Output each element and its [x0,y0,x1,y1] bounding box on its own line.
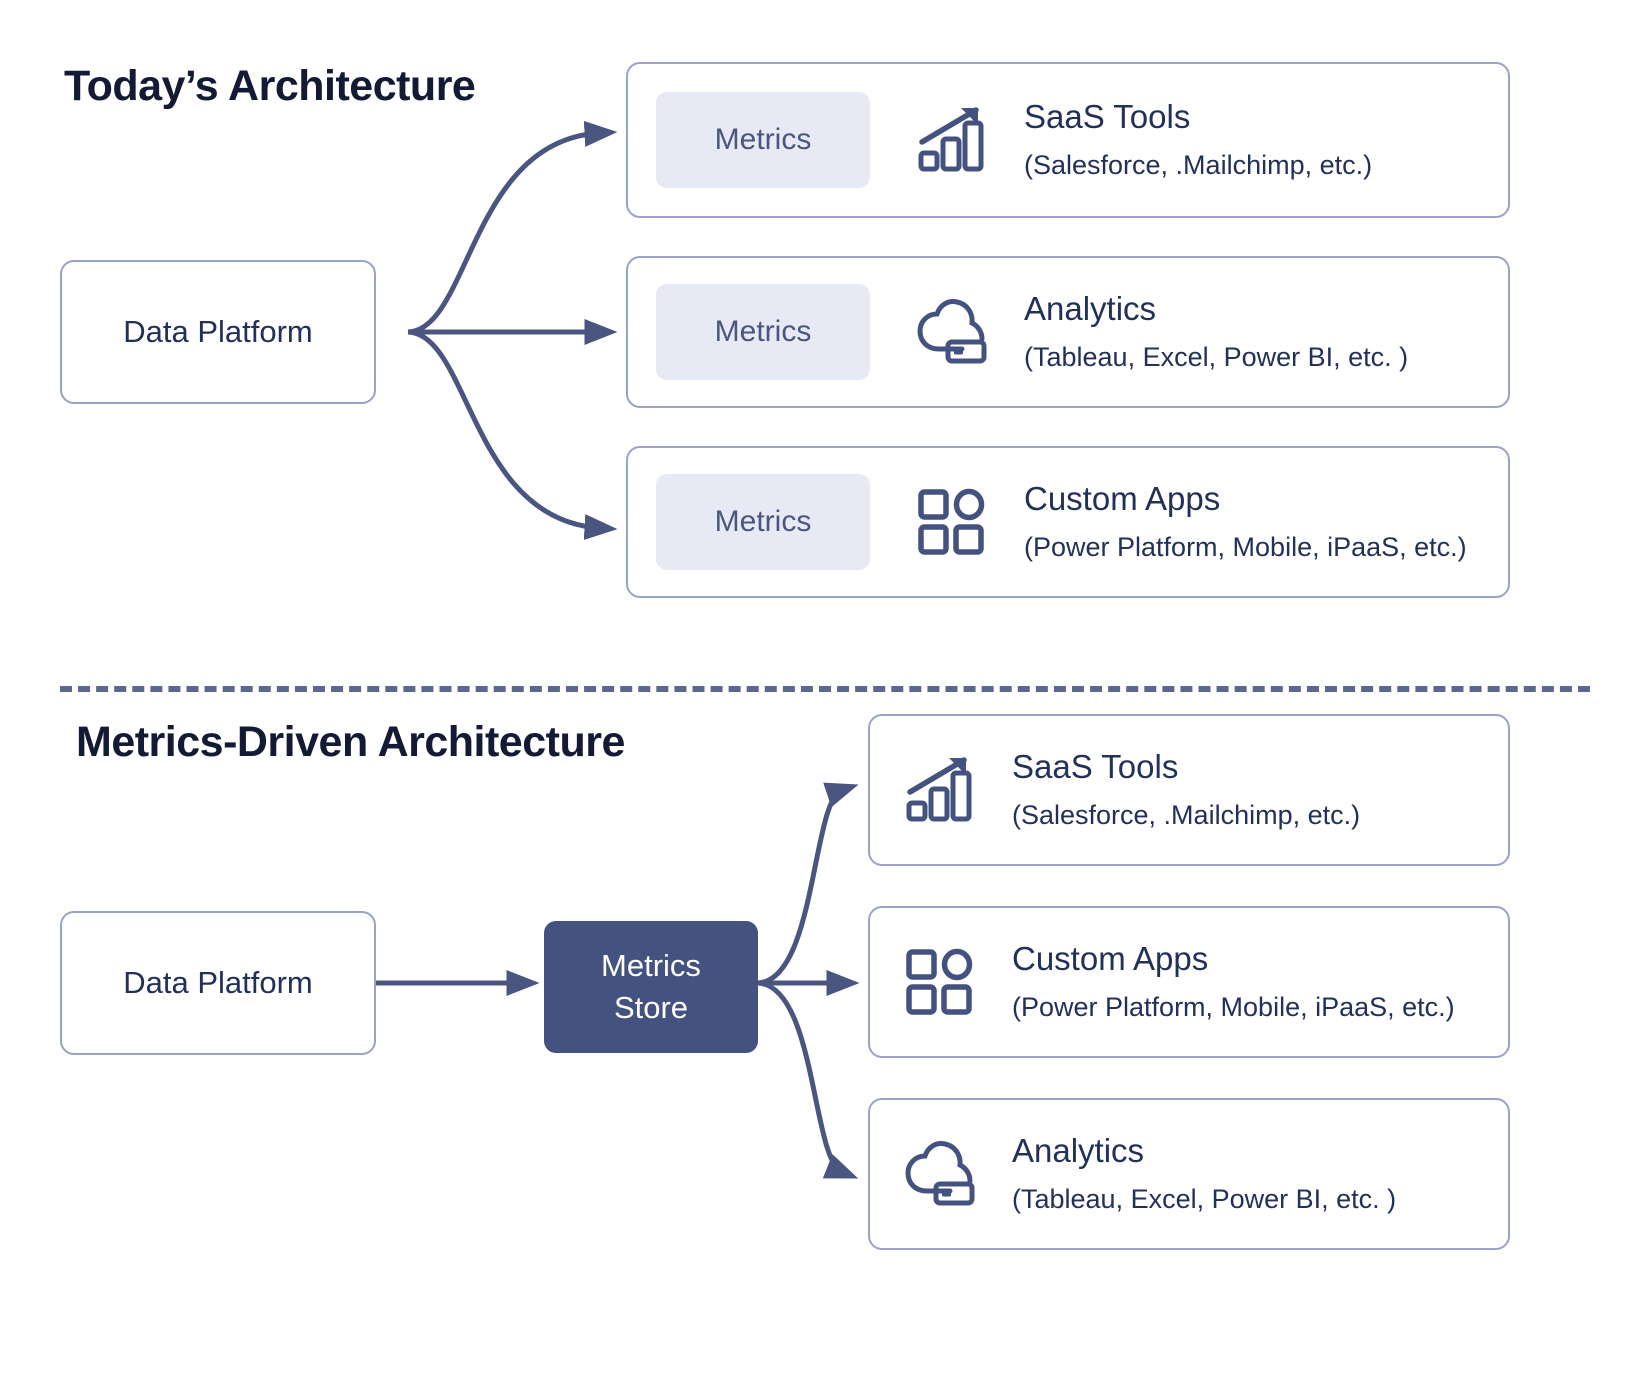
arrow-top-to-customapps [407,329,618,541]
card-text: SaaS Tools (Salesforce, .Mailchimp, etc.… [1012,748,1360,831]
card-subtitle: (Tableau, Excel, Power BI, etc. ) [1024,342,1409,373]
bar-chart-growth-icon [912,101,990,179]
arrow-top-to-saas [407,120,618,335]
metrics-store-line1: Metrics [601,948,701,984]
arrow-store-to-saas [757,782,859,986]
card-title: Analytics [1012,1132,1145,1170]
page-title-today: Today’s Architecture [64,62,476,110]
app-grid-icon [900,943,978,1021]
card-custom-apps-bottom[interactable]: Custom Apps (Power Platform, Mobile, iPa… [868,906,1510,1058]
card-subtitle: (Power Platform, Mobile, iPaaS, etc.) [1012,992,1455,1023]
card-title: Custom Apps [1012,940,1209,978]
metrics-chip: Metrics [656,284,870,380]
card-text: Analytics (Tableau, Excel, Power BI, etc… [1024,290,1408,373]
arrow-store-to-analytics [757,980,859,1179]
card-text: SaaS Tools (Salesforce, .Mailchimp, etc.… [1024,98,1372,181]
card-subtitle: (Salesforce, .Mailchimp, etc.) [1012,800,1361,831]
page-title-metrics-driven: Metrics-Driven Architecture [76,718,625,766]
card-title: SaaS Tools [1012,748,1179,786]
card-saas-tools-bottom[interactable]: SaaS Tools (Salesforce, .Mailchimp, etc.… [868,714,1510,866]
card-subtitle: (Salesforce, .Mailchimp, etc.) [1024,150,1373,181]
metrics-store-box: Metrics Store [544,921,758,1053]
metrics-chip: Metrics [656,474,870,570]
section-divider [60,686,1590,692]
card-custom-apps-top[interactable]: Metrics Custom Apps (Power Platform, Mob… [626,446,1510,598]
data-platform-box-bottom: Data Platform [60,911,376,1055]
data-platform-label: Data Platform [123,965,313,1000]
card-title: SaaS Tools [1024,98,1191,136]
card-text: Analytics (Tableau, Excel, Power BI, etc… [1012,1132,1396,1215]
cloud-database-icon [912,293,990,371]
card-analytics-top[interactable]: Metrics Analytics (Tableau, Excel, Power… [626,256,1510,408]
bar-chart-growth-icon [900,751,978,829]
cloud-database-icon [900,1135,978,1213]
card-saas-tools-top[interactable]: Metrics SaaS Tools (Salesforce, .Mailchi… [626,62,1510,218]
card-text: Custom Apps (Power Platform, Mobile, iPa… [1012,940,1455,1023]
data-platform-label: Data Platform [123,314,313,349]
data-platform-box-top: Data Platform [60,260,376,404]
card-title: Custom Apps [1024,480,1221,518]
card-subtitle: (Tableau, Excel, Power BI, etc. ) [1012,1184,1397,1215]
app-grid-icon [912,483,990,561]
card-analytics-bottom[interactable]: Analytics (Tableau, Excel, Power BI, etc… [868,1098,1510,1250]
card-text: Custom Apps (Power Platform, Mobile, iPa… [1024,480,1467,563]
card-title: Analytics [1024,290,1157,328]
card-subtitle: (Power Platform, Mobile, iPaaS, etc.) [1024,532,1467,563]
metrics-chip: Metrics [656,92,870,188]
metrics-store-line2: Store [613,990,689,1025]
